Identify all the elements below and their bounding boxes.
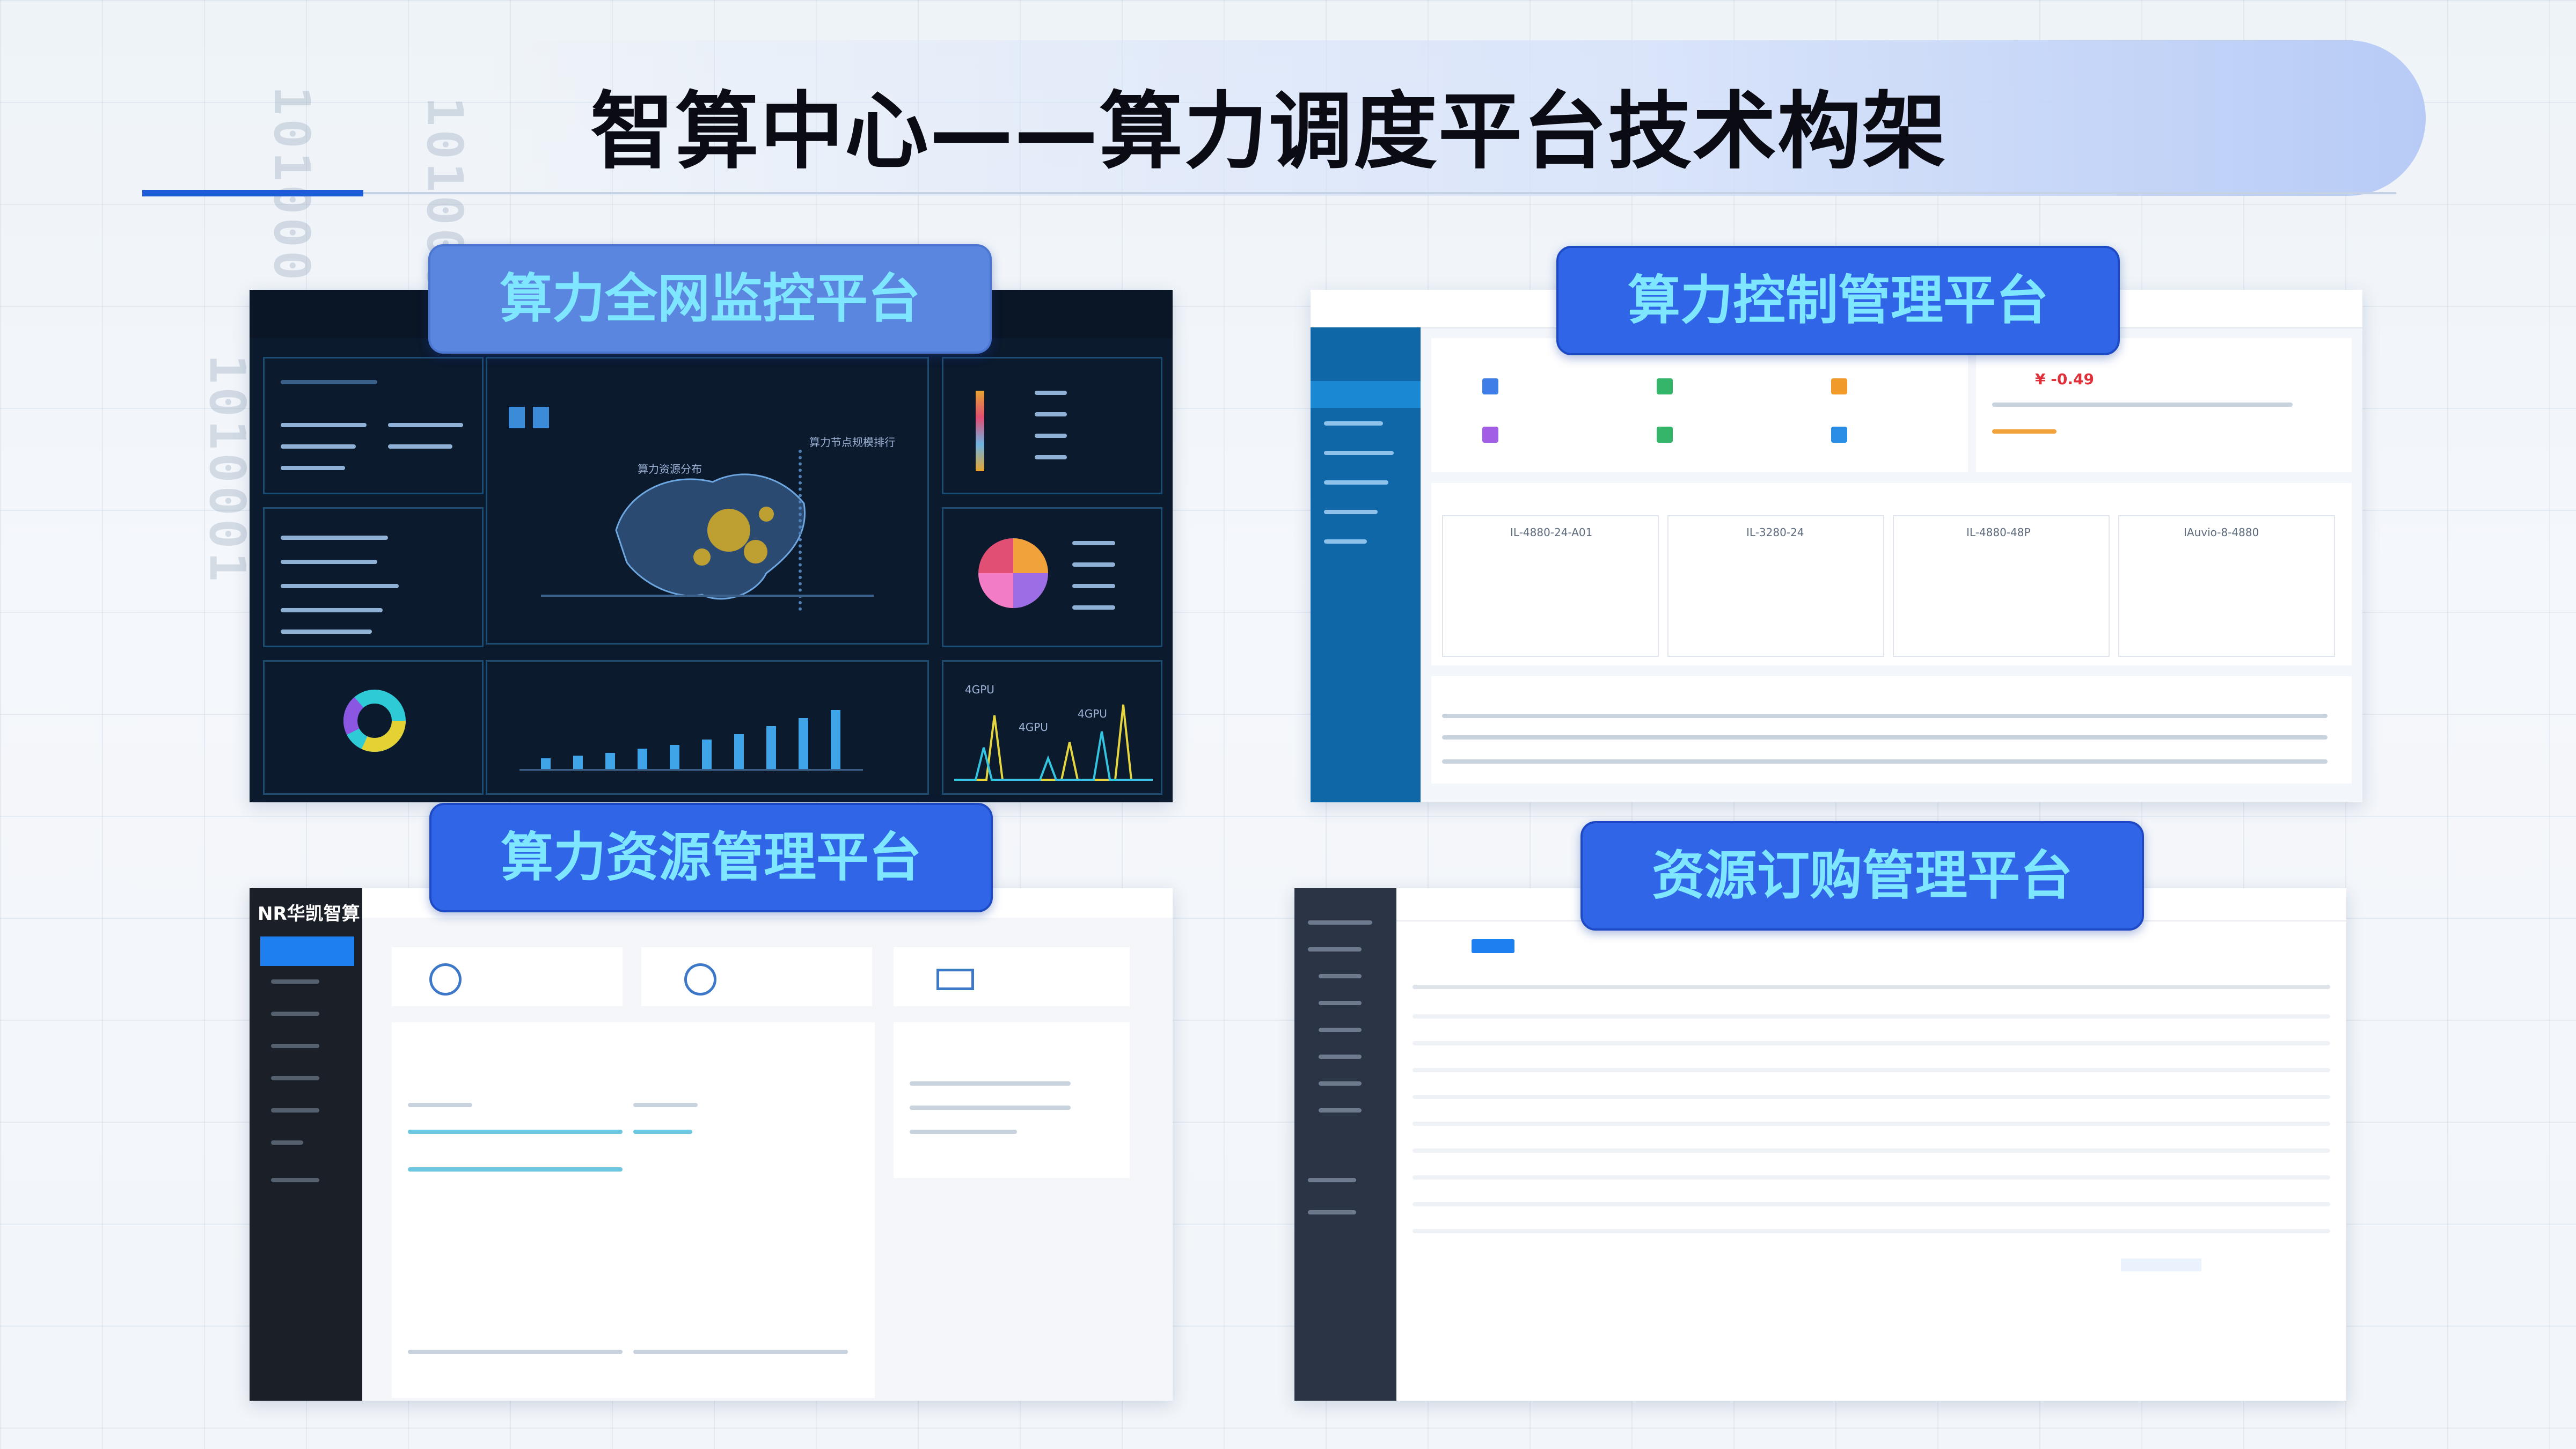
cluster-name: IL-4880-48P [1966,526,2031,539]
map-title: 算力资源分布 [638,463,702,475]
title-accent-bar [142,190,363,196]
cloud-icon [429,963,462,996]
control-screenshot: ¥ -0.49 IL-4880-24-A01 IL-3280-24 IL-488… [1311,290,2362,802]
pie-chart [978,538,1048,608]
title-band [483,40,2426,196]
resource-platform-label: 算力资源管理平台 [429,803,993,912]
balance-card: ¥ -0.49 [1976,338,2352,472]
purchase-platform-label: 资源订购管理平台 [1580,821,2144,931]
monitor-screenshot: 算力资源分布 算力节点规模排行 [250,290,1173,802]
pagination[interactable] [2121,1258,2201,1271]
cluster-card-row: IL-4880-24-A01 IL-3280-24 IL-4880-48P IA… [1431,483,2352,665]
bar-chart-box [486,660,929,795]
ranking-title: 算力节点规模排行 [809,436,895,449]
cluster-name: IL-3280-24 [1746,526,1804,539]
china-map [615,473,806,600]
storage-card [894,947,1130,1006]
binary-decoration: 1010001 [199,354,256,585]
spike-chart-box: 4GPU 4GPU 4GPU [942,660,1162,795]
storage-icon [936,969,974,990]
globe-icon [684,963,716,996]
resource-screenshot: NR华凯智算 [250,888,1173,1401]
info-box [263,357,484,494]
sidebar [1311,327,1421,802]
detail-card [894,1022,1130,1178]
map-box: 算力资源分布 算力节点规模排行 [486,357,929,645]
chart-label: 4GPU [1019,721,1048,734]
spike-chart [954,704,1153,781]
chart-label: 4GPU [1078,707,1107,720]
cluster-name: IAuvio-8-4880 [2184,526,2259,539]
donut-box [263,660,484,795]
resource-overview-card [392,1022,875,1398]
donut-chart [343,690,406,752]
balance-value: ¥ -0.49 [2035,370,2094,388]
order-table [1431,676,2352,784]
cloud-host-card [392,947,623,1006]
legend-box [942,357,1162,494]
sidebar: NR华凯智算 [250,888,362,1401]
title-underline [142,192,2396,194]
network-card [641,947,872,1006]
slide-title: 智算中心——算力调度平台技术构架 [590,83,1947,180]
monitor-platform-label: 算力全网监控平台 [428,244,992,354]
brand-logo: NR华凯智算 [258,903,360,925]
cluster-name: IL-4880-24-A01 [1510,526,1593,539]
sidebar [1294,888,1396,1401]
purchase-screenshot [1294,888,2346,1401]
chart-label: 4GPU [965,683,994,696]
list-box [263,507,484,647]
search-button[interactable] [1472,939,1514,953]
control-platform-label: 算力控制管理平台 [1556,246,2120,355]
quick-access-card [1431,338,1968,472]
binary-decoration: 101000 [263,86,320,284]
pie-box [942,507,1162,647]
